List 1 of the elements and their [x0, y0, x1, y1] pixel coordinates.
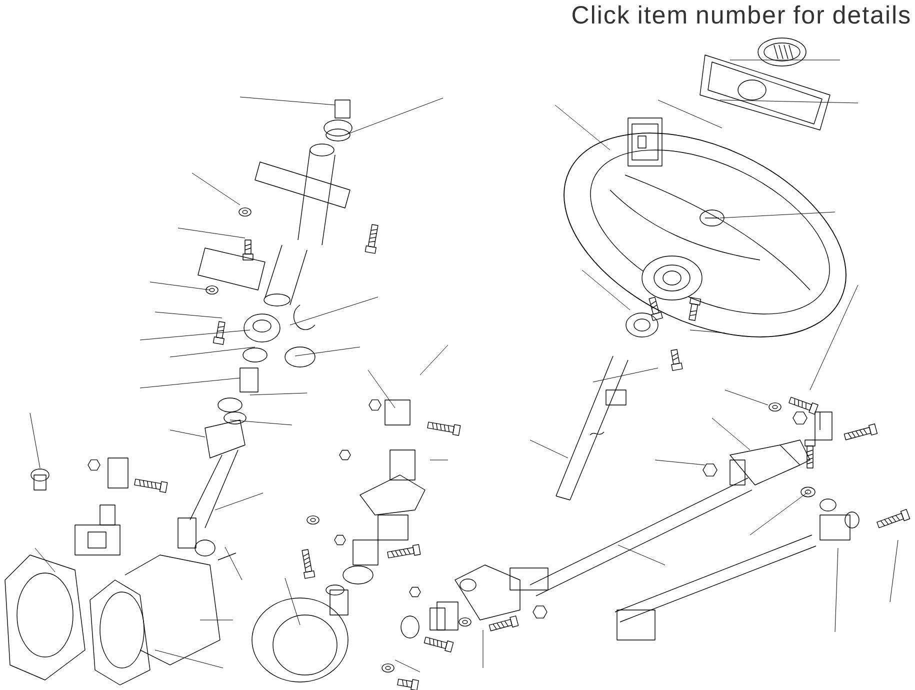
title: Click item number for details — [572, 5, 910, 24]
